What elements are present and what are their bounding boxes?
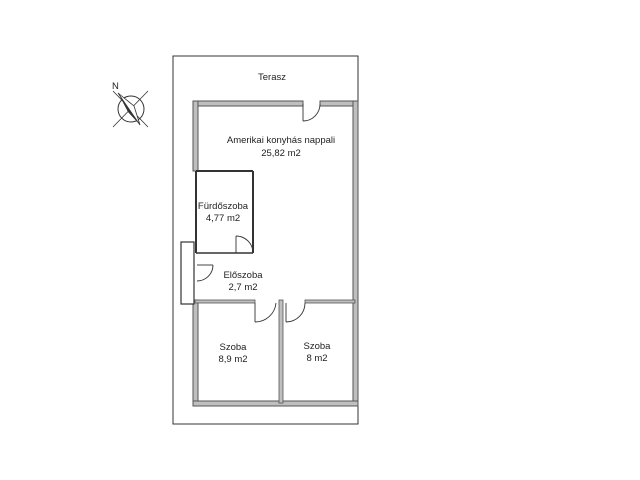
exterior-walls [192,100,359,407]
left-room-area: 8,9 m2 [218,354,247,365]
left-room-name: Szoba [220,342,248,353]
doors [196,103,321,323]
bathroom-name: Fürdőszoba [198,201,249,212]
terrace-label: Terasz [258,72,286,83]
compass-letter: N [112,81,119,92]
hallway-name: Előszoba [223,270,263,281]
living-room-name: Amerikai konyhás nappali [227,135,335,146]
bathroom-area: 4,77 m2 [206,213,240,224]
interior-walls [194,170,356,404]
hallway-area: 2,7 m2 [228,282,257,293]
living-room-area: 25,82 m2 [261,148,301,159]
right-room-name: Szoba [304,341,332,352]
entrance-block [180,241,195,305]
plot-boundary [172,55,359,425]
right-room-area: 8 m2 [306,353,327,364]
north-arrow-icon: N [112,81,149,128]
